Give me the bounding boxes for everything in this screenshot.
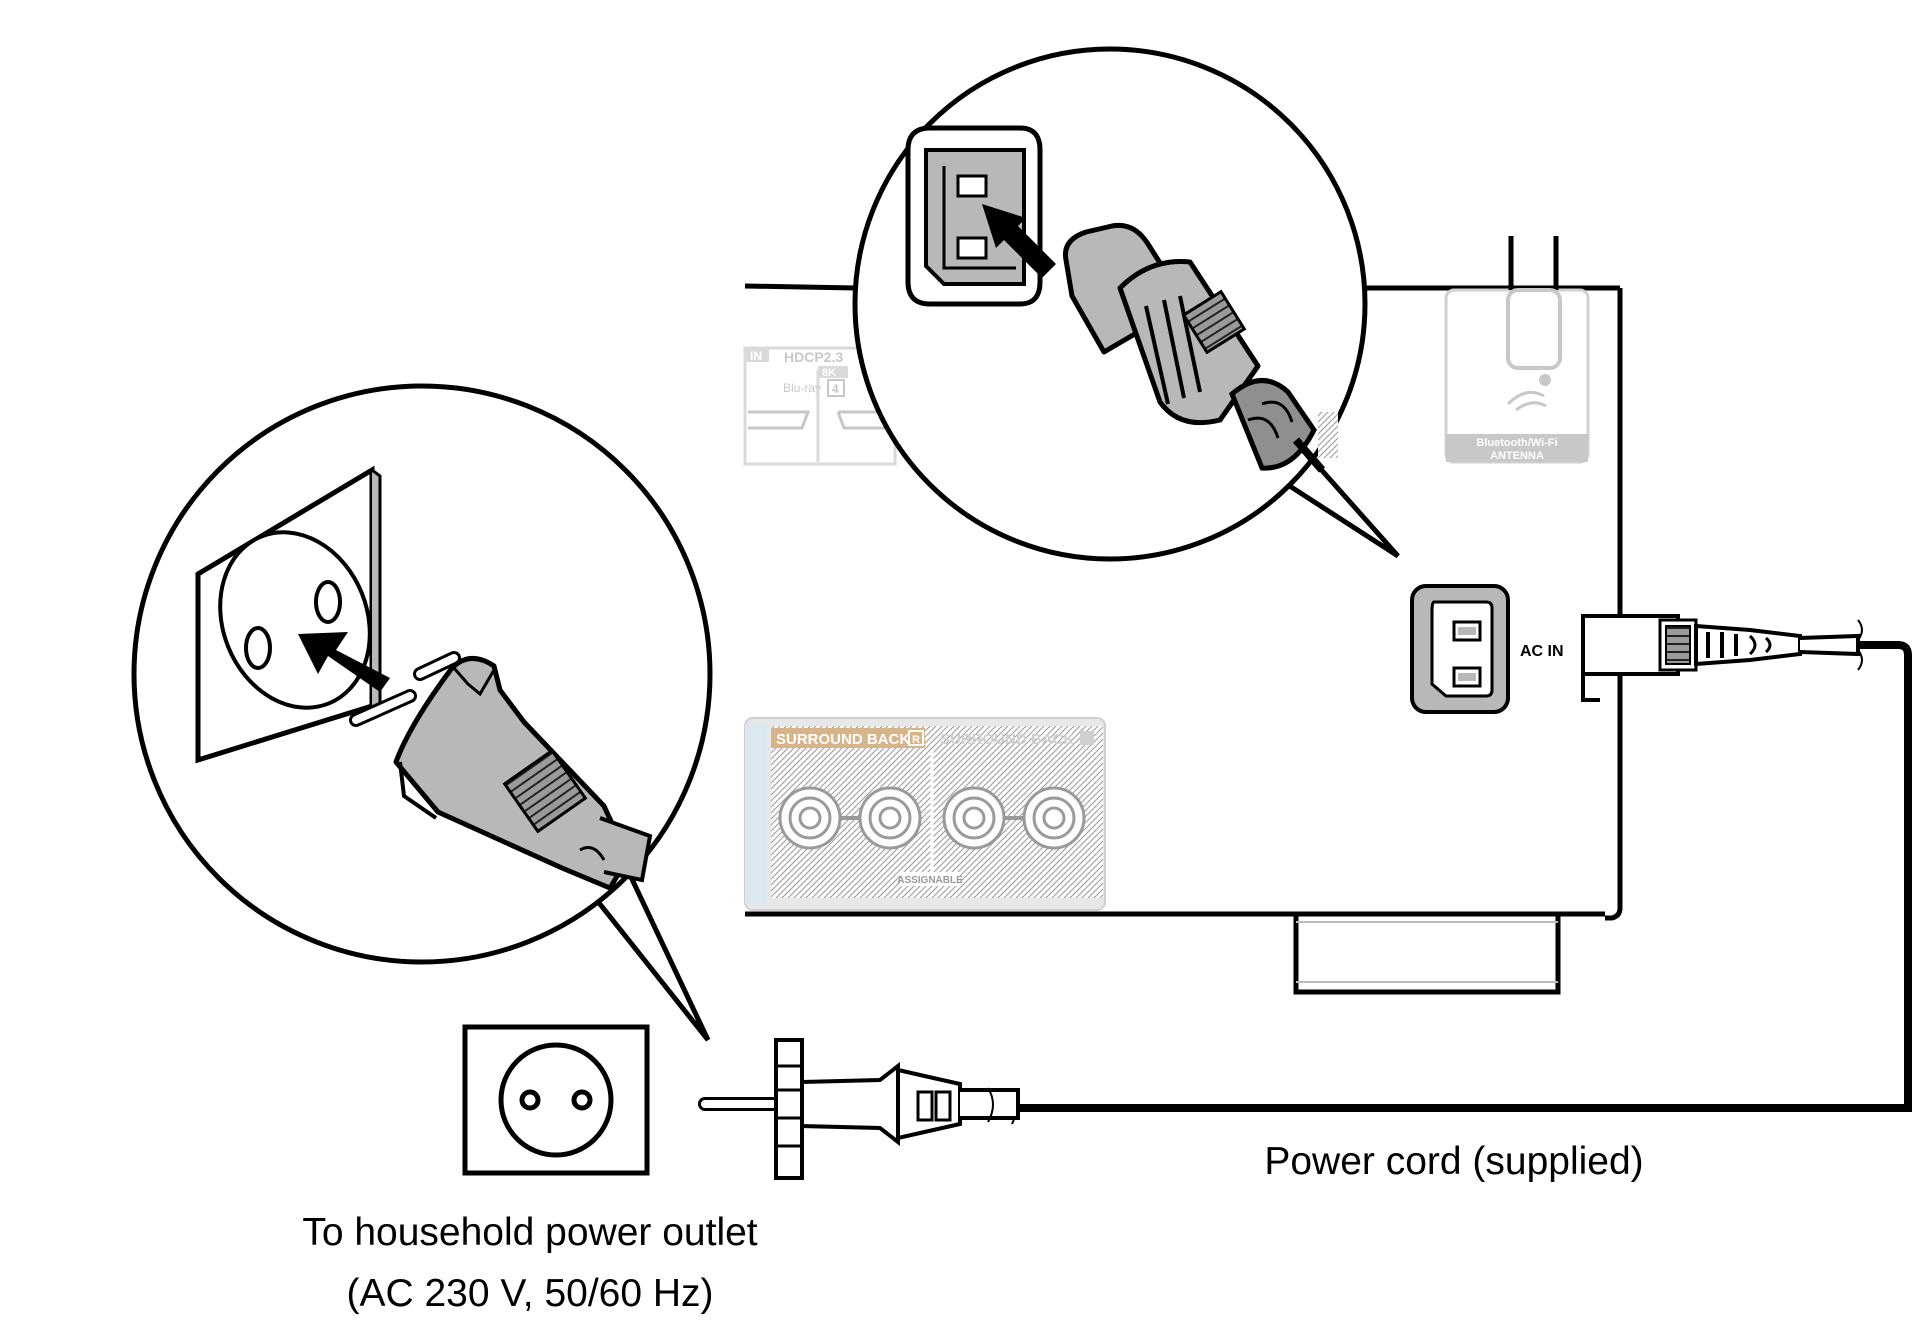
europlug-on-cord: [698, 1038, 1020, 1180]
surround-back-r-tag: R: [912, 734, 920, 746]
bluetooth-wifi-antenna: Bluetooth/Wi-Fi ANTENNA: [1444, 236, 1590, 464]
outlet-caption-line2: (AC 230 V, 50/60 Hz): [346, 1272, 713, 1315]
power-cord-caption: Power cord (supplied): [1264, 1140, 1643, 1183]
surround-back-terminals: SURROUND BACK R SURROUND BACK ASSIGNABLE: [744, 717, 1106, 911]
hdmi-in-label: IN: [750, 349, 762, 363]
blu-ray-label: Blu-ray: [783, 381, 821, 395]
antenna-label-line1: Bluetooth/Wi-Fi: [1476, 437, 1557, 449]
hdcp-label: HDCP2.3: [784, 349, 843, 365]
outlet-magnifier-callout: [131, 383, 713, 1042]
wall-outlet-icon: [462, 1024, 650, 1176]
assignable-label: ASSIGNABLE: [897, 875, 963, 886]
antenna-label-line2: ANTENNA: [1490, 450, 1544, 462]
power-cord-cable: [1011, 641, 1912, 1125]
outlet-caption-line1: To household power outlet: [302, 1211, 757, 1254]
inlet-magnifier-callout: [852, 46, 1400, 562]
surround-back-r-label: SURROUND BACK: [776, 731, 910, 748]
surround-back-l-label: SURROUND BACK: [940, 731, 1074, 748]
res-8k-label: 8K: [822, 367, 836, 379]
ac-in-inlet: [1410, 584, 1510, 714]
port-4-label: 4: [832, 382, 839, 396]
receiver-rear-panel: [744, 283, 1623, 995]
iec-power-connector: [1581, 614, 1863, 702]
ac-in-label: AC IN: [1520, 643, 1564, 660]
